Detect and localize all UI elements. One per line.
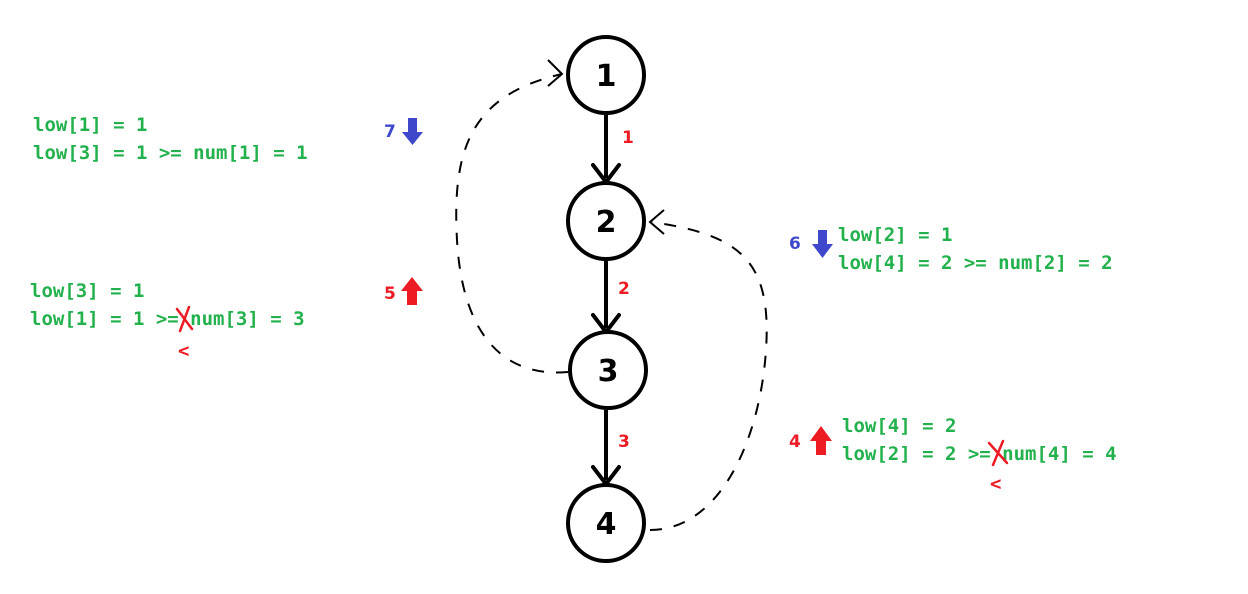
step-6-number: 6 bbox=[789, 234, 801, 254]
edge-3-4 bbox=[591, 410, 621, 486]
back-edge-4-2 bbox=[648, 209, 768, 531]
step-5: low[3] = 1 low[1] = 1 >= num[3] = 3 < 5 bbox=[30, 277, 423, 362]
step-6-line-2: low[4] = 2 >= num[2] = 2 bbox=[838, 252, 1113, 274]
step-4-correction: < bbox=[990, 473, 1001, 495]
cross-out-mark bbox=[175, 305, 194, 333]
back-edge-3-1 bbox=[455, 59, 569, 374]
step-4-number: 4 bbox=[789, 432, 801, 452]
step-5-line-1: low[3] = 1 bbox=[30, 280, 144, 302]
node-1: 1 bbox=[566, 35, 646, 115]
node-2: 2 bbox=[566, 181, 646, 261]
node-4: 4 bbox=[566, 483, 646, 563]
node-3: 3 bbox=[568, 330, 648, 410]
cross-out-mark bbox=[987, 439, 1009, 467]
step-7-line-2: low[3] = 1 >= num[1] = 1 bbox=[33, 142, 308, 164]
step-5-line-2: low[1] = 1 >= num[3] = 3 bbox=[30, 308, 305, 330]
step-4: 4 low[4] = 2 low[2] = 2 >= num[4] = 4 < bbox=[789, 415, 1117, 495]
node-4-label: 4 bbox=[596, 507, 617, 542]
node-3-label: 3 bbox=[598, 354, 619, 389]
step-7: low[1] = 1 low[3] = 1 >= num[1] = 1 7 bbox=[33, 114, 423, 164]
edge-1-2 bbox=[591, 114, 621, 184]
step-5-correction: < bbox=[178, 340, 189, 362]
edge-1-2-label: 1 bbox=[622, 128, 634, 148]
arrow-down-icon bbox=[812, 230, 833, 258]
arrow-down-icon bbox=[402, 118, 423, 145]
edge-2-3-label: 2 bbox=[618, 279, 630, 299]
arrow-up-icon bbox=[401, 277, 423, 305]
step-5-number: 5 bbox=[384, 284, 396, 304]
edge-2-3 bbox=[591, 261, 621, 334]
node-1-label: 1 bbox=[596, 59, 617, 94]
edge-3-4-label: 3 bbox=[618, 432, 630, 452]
step-4-line-1: low[4] = 2 bbox=[842, 415, 956, 437]
step-6: 6 low[2] = 1 low[4] = 2 >= num[2] = 2 bbox=[789, 224, 1113, 274]
step-6-line-1: low[2] = 1 bbox=[838, 224, 952, 246]
node-2-label: 2 bbox=[596, 205, 617, 240]
step-4-line-2: low[2] = 2 >= num[4] = 4 bbox=[842, 443, 1117, 465]
step-7-line-1: low[1] = 1 bbox=[33, 114, 147, 136]
step-7-number: 7 bbox=[384, 122, 396, 142]
arrow-up-icon bbox=[810, 426, 832, 455]
